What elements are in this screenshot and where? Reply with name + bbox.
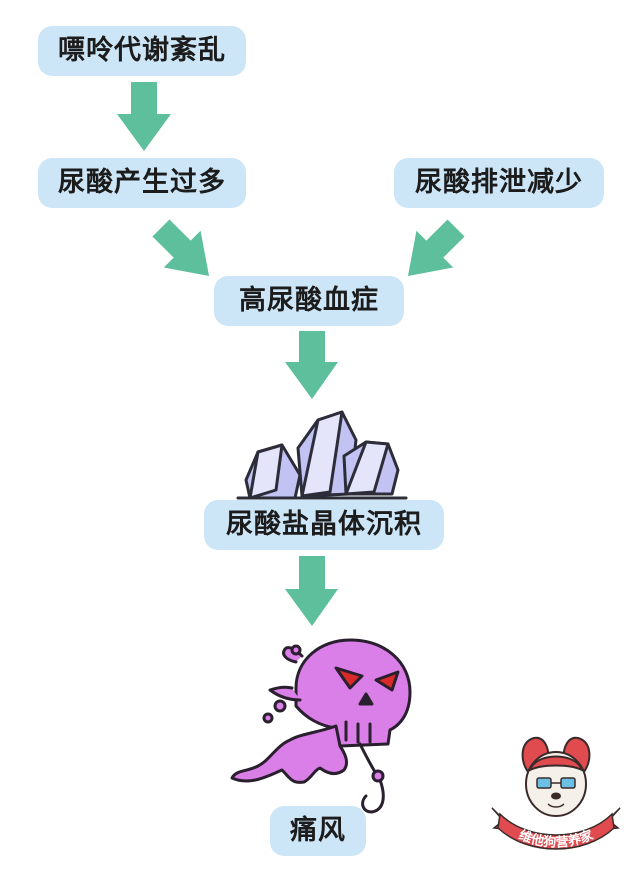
node-urate-crystal-deposition: 尿酸盐晶体沉积 (204, 500, 444, 550)
arrow-diagonal-left (152, 219, 210, 277)
arrow-down-3 (285, 556, 338, 626)
melting-skull-icon (230, 638, 412, 814)
node-purine-metabolism-disorder: 嘌呤代谢紊乱 (38, 26, 246, 76)
arrow-diagonal-right (407, 219, 465, 277)
node-uric-acid-overproduction: 尿酸产生过多 (38, 158, 246, 208)
arrow-down-2 (285, 331, 338, 399)
arrow-down-1 (117, 82, 171, 151)
node-gout: 痛风 (270, 806, 366, 856)
crystal-icon (236, 410, 408, 500)
node-hyperuricemia: 高尿酸血症 (214, 276, 404, 326)
brand-logo: 维他狗营养家 (491, 736, 621, 851)
node-uric-acid-excretion-reduced: 尿酸排泄减少 (394, 158, 604, 208)
